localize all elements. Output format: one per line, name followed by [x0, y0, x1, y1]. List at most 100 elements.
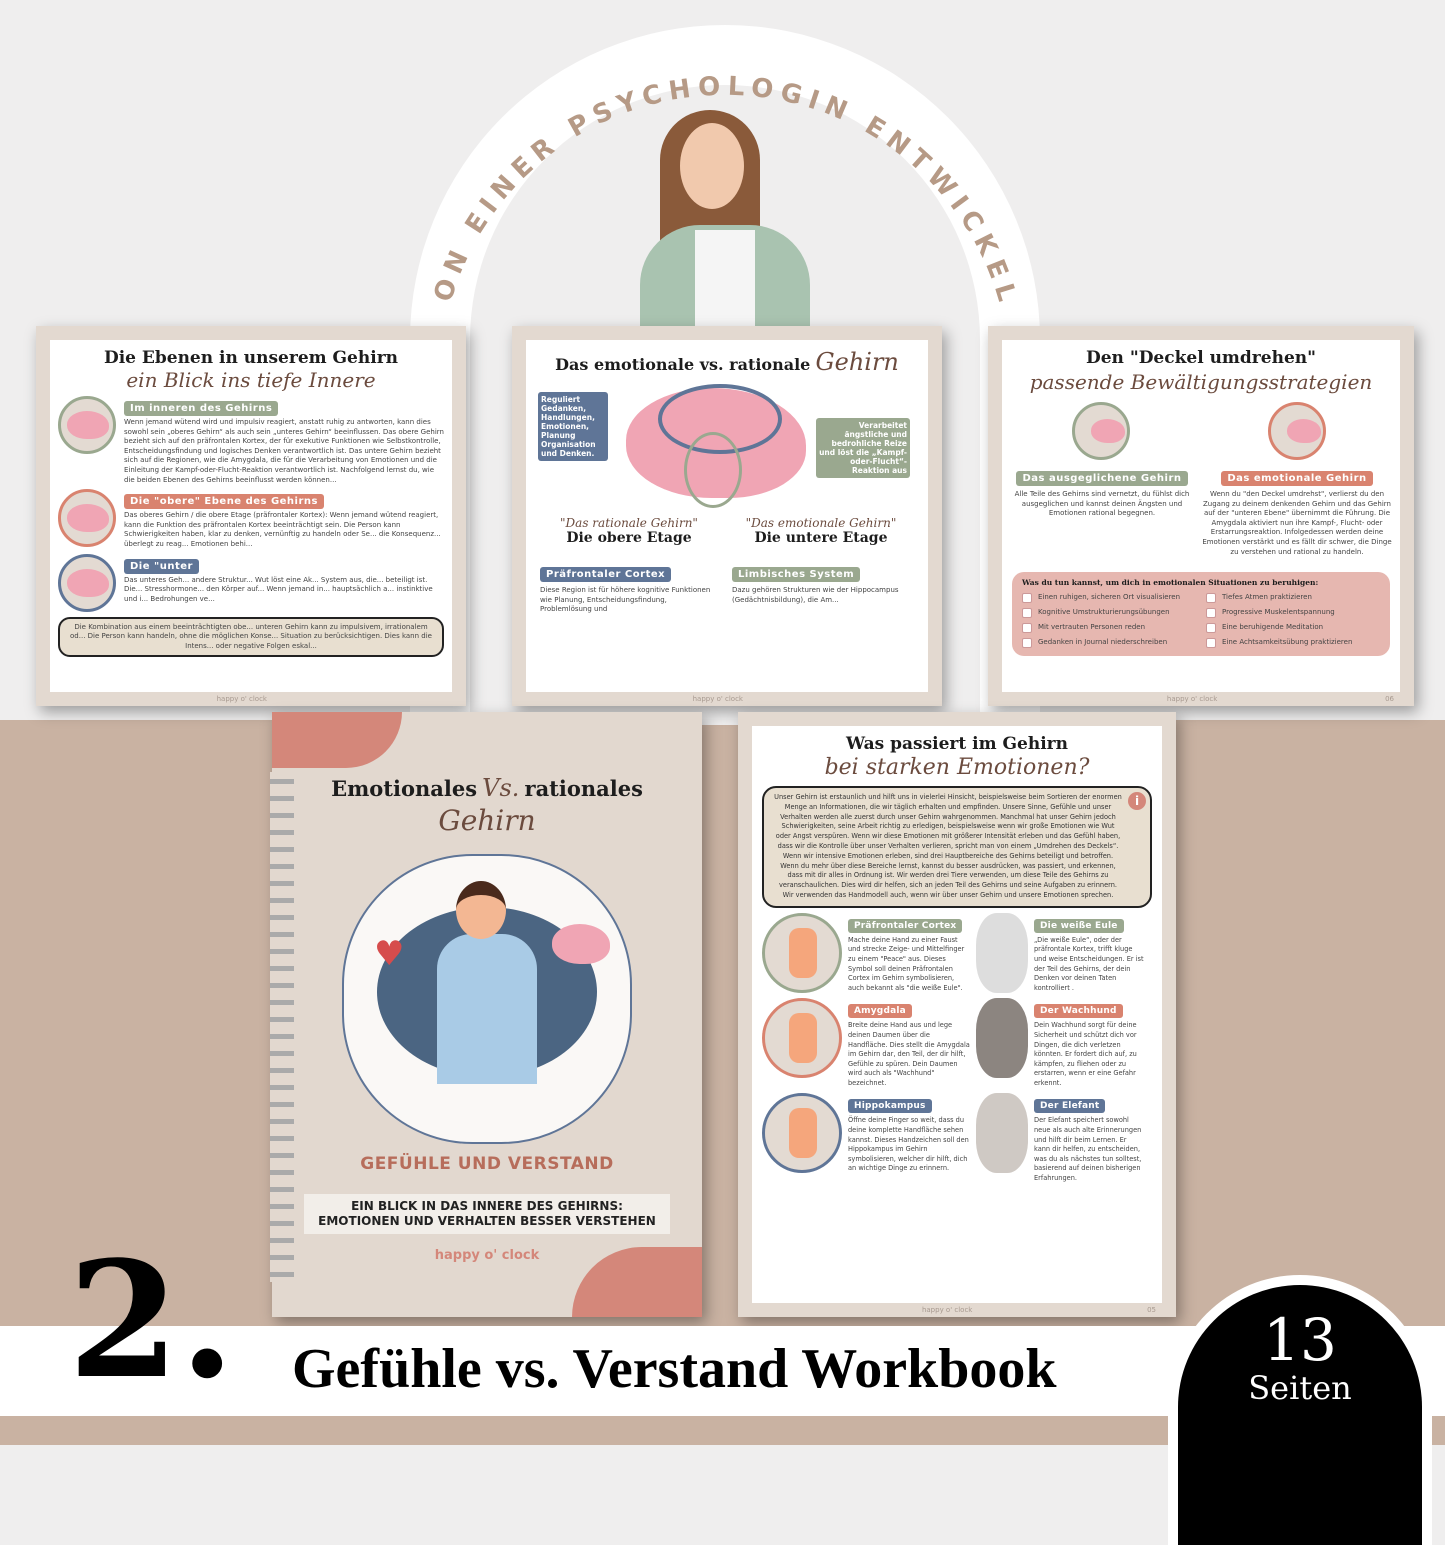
section-label: Die "obere" Ebene des Gehirns: [124, 494, 324, 510]
checkbox[interactable]: [1022, 608, 1032, 618]
callout-lower: Verarbeitet ängstliche und bedrohliche R…: [816, 418, 910, 478]
checklist-item[interactable]: Eine Achtsamkeitsübung praktizieren: [1206, 638, 1380, 648]
checklist-item[interactable]: Kognitive Umstrukturierungsübungen: [1022, 608, 1196, 618]
page-subtitle: bei starken Emotionen?: [824, 755, 1090, 780]
section-text: Wenn du "den Deckel umdrehst", verlierst…: [1202, 490, 1392, 556]
section-text: Das oberes Gehirn / die obere Etage (prä…: [124, 511, 441, 548]
footer-brand: happy o' clock: [921, 1306, 973, 1314]
brand-logo: happy o' clock: [434, 1248, 540, 1263]
checklist-label: Einen ruhigen, sicheren Ort visualisiere…: [1038, 593, 1181, 601]
checkbox[interactable]: [1206, 593, 1216, 603]
note-box: Die Kombination aus einem beeinträchtigt…: [58, 616, 444, 658]
section-text: Diese Region ist für höhere kognitive Fu…: [540, 586, 711, 614]
heading: Die obere Etage: [566, 530, 692, 546]
animal-text: „Die weiße Eule“, oder der präfrontale K…: [1034, 935, 1144, 992]
checklist-item[interactable]: Tiefes Atmen praktizieren: [1206, 593, 1380, 603]
page-emotional-rational: Das emotionale vs. rationale Gehirn Regu…: [512, 326, 942, 706]
section-text: Breite deine Hand aus und lege deinen Da…: [848, 1021, 970, 1087]
brain-illustration-upper: [58, 489, 116, 548]
elephant-illustration: [976, 1093, 1028, 1174]
cover-heading: GEFÜHLE UND VERSTAND: [360, 1154, 614, 1174]
checkbox[interactable]: [1022, 623, 1032, 633]
section-text: Das unteres Geh... andere Struktur... Wu…: [124, 575, 433, 603]
checklist-label: Gedanken in Journal niederschreiben: [1038, 638, 1168, 646]
checklist-item[interactable]: Mit vertrauten Personen reden: [1022, 623, 1196, 633]
page-subtitle: passende Bewältigungsstrategien: [1029, 370, 1373, 394]
cover-title-script: Gehirn: [438, 804, 536, 837]
info-icon: i: [1128, 792, 1146, 810]
workbook-title: Gefühle vs. Verstand Workbook: [292, 1338, 1057, 1400]
hand-icon: [762, 998, 842, 1079]
checklist-label: Mit vertrauten Personen reden: [1038, 623, 1146, 631]
cover-title: rationales: [524, 776, 643, 801]
workbook-cover: Emotionales Vs. rationales Gehirn ♥ GEFÜ…: [270, 712, 702, 1317]
page-subtitle: ein Blick ins tiefe Innere: [126, 368, 376, 392]
quote: "Das rationale Gehirn": [560, 516, 698, 530]
quote: "Das emotionale Gehirn": [745, 516, 897, 530]
section-label: Das emotionale Gehirn: [1221, 471, 1373, 486]
checklist-label: Progressive Muskelentspannung: [1222, 608, 1335, 616]
page-coping-strategies: Den "Deckel umdrehen" passende Bewältigu…: [988, 326, 1414, 706]
section-text: Mache deine Hand zu einer Faust und stre…: [848, 935, 965, 992]
intro-text: Unser Gehirn ist erstaunlich und hilft u…: [774, 793, 1122, 899]
section-label: Präfrontaler Cortex: [540, 567, 672, 582]
checkbox[interactable]: [1206, 608, 1216, 618]
section-text: Öffne deine Finger so weit, dass du dein…: [848, 1116, 969, 1173]
footer-brand: happy o' clock: [1166, 695, 1218, 703]
brain-illustration: [58, 396, 116, 454]
section-label: Amygdala: [848, 1004, 912, 1019]
checklist-item[interactable]: Eine beruhigende Meditation: [1206, 623, 1380, 633]
man-head: [456, 881, 506, 939]
hand-icon: [762, 912, 842, 993]
heart-icon: ♥: [374, 934, 405, 974]
checkbox[interactable]: [1206, 638, 1216, 648]
section-label: Präfrontaler Cortex: [848, 918, 963, 933]
page-title-script: Gehirn: [815, 348, 899, 376]
checkbox[interactable]: [1022, 593, 1032, 603]
footer-brand: happy o' clock: [692, 695, 743, 703]
footer-brand: happy o' clock: [216, 695, 267, 703]
owl-illustration: [976, 912, 1028, 993]
checklist-label: Eine Achtsamkeitsübung praktizieren: [1222, 638, 1353, 646]
section-label: Limbisches System: [732, 567, 861, 582]
page-title: Den "Deckel umdrehen": [1086, 348, 1316, 368]
psychologist-photo: [630, 95, 820, 326]
section-text: Alle Teile des Gehirns sind vernetzt, du…: [1014, 490, 1190, 518]
checkbox[interactable]: [1022, 638, 1032, 648]
page-brain-levels: Die Ebenen in unserem Gehirn ein Blick i…: [36, 326, 466, 706]
checklist-item[interactable]: Progressive Muskelentspannung: [1206, 608, 1380, 618]
workbook-number: 2.: [68, 1226, 236, 1414]
lower-brain-marker: [684, 432, 742, 508]
checklist-label: Eine beruhigende Meditation: [1222, 623, 1324, 631]
spiral-binding: [270, 772, 294, 1282]
animal-label: Der Wachhund: [1034, 1004, 1123, 1019]
callout-upper: Reguliert Gedanken, Handlungen, Emotione…: [538, 392, 608, 461]
page-count: 13: [1263, 1306, 1337, 1374]
section-label: Das ausgeglichene Gehirn: [1016, 471, 1188, 486]
heading: Die untere Etage: [754, 530, 888, 546]
checklist-title: Was du tun kannst, um dich in emotionale…: [1022, 578, 1319, 587]
page-number: 05: [1147, 1306, 1156, 1314]
section-label: Im inneren des Gehirns: [124, 401, 279, 416]
emotional-brain-illustration: [1268, 402, 1326, 460]
cover-title: Emotionales: [331, 776, 478, 801]
brain-illustration-lower: [58, 553, 116, 612]
hand-icon: [762, 1093, 842, 1174]
animal-text: Der Elefant speichert sowohl neue als au…: [1034, 1116, 1142, 1183]
section-label: Die "unter: [124, 558, 199, 574]
cover-subtitle: EIN BLICK IN DAS INNERE DES GEHIRNS:: [351, 1199, 623, 1213]
page-title: Die Ebenen in unserem Gehirn: [103, 348, 399, 368]
checklist-label: Tiefes Atmen praktizieren: [1222, 593, 1312, 601]
checkbox[interactable]: [1206, 623, 1216, 633]
checklist-item[interactable]: Einen ruhigen, sicheren Ort visualisiere…: [1022, 593, 1196, 603]
animal-label: Die weiße Eule: [1034, 918, 1124, 933]
checklist-item[interactable]: Gedanken in Journal niederschreiben: [1022, 638, 1196, 648]
man-illustration: [437, 934, 537, 1084]
page-title: Das emotionale vs. rationale: [555, 355, 811, 374]
wolf-illustration: [976, 998, 1028, 1079]
section-label: Hippokampus: [848, 1099, 932, 1114]
svg-text:VON EINER PSYCHOLOGIN ENTWICKE: VON EINER PSYCHOLOGIN ENTWICKELT: [410, 20, 1022, 307]
section-text: Dazu gehören Strukturen wie der Hippocam…: [732, 586, 899, 604]
